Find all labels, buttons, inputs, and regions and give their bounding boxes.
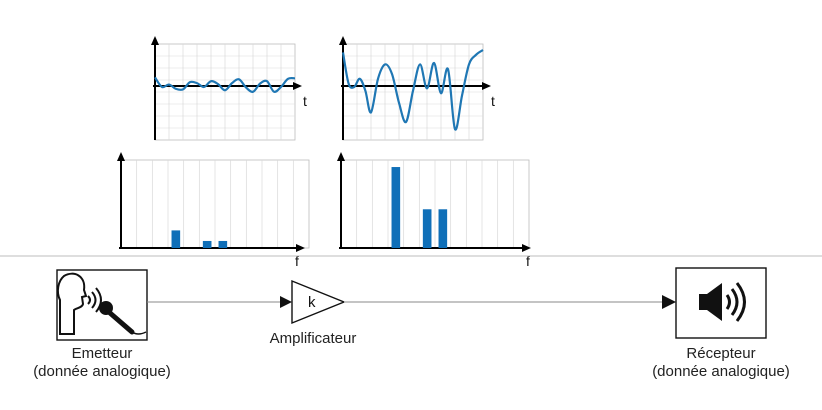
plot-2-x-arrow-icon	[482, 82, 491, 90]
receiver-subtitle: (donnée analogique)	[652, 363, 790, 380]
arrow-head-amplifier-input-icon	[280, 296, 292, 308]
plot-4-bar	[438, 209, 448, 248]
receiver-title: Récepteur	[686, 345, 756, 362]
arrow-head-receiver-input-icon	[662, 295, 676, 309]
plot-4-x-axis-label: f	[526, 253, 530, 269]
plot-3-bar	[171, 230, 181, 248]
plot-2-x-axis-label: t	[491, 93, 495, 109]
amplifier-caption: Amplificateur	[238, 330, 388, 348]
plot-3-x-axis-label: f	[295, 253, 299, 269]
emitter-subtitle: (donnée analogique)	[33, 363, 171, 380]
plot-1-x-axis-label: t	[303, 93, 307, 109]
plot-3-bar	[202, 240, 212, 248]
plot-3-x-arrow-icon	[296, 244, 305, 252]
plot-2-y-arrow-icon	[339, 36, 347, 45]
plot-2-signal-line	[341, 49, 484, 131]
plot-4-bar	[391, 167, 401, 248]
plot-3-bar	[218, 240, 228, 248]
plot-1-x-arrow-icon	[293, 82, 302, 90]
plot-1-y-arrow-icon	[151, 36, 159, 45]
plot-1-signal-line	[154, 76, 296, 94]
emitter-title: Emetteur	[71, 345, 133, 362]
plot-4-y-arrow-icon	[337, 152, 345, 161]
receiver-caption: Récepteur (donnée analogique)	[631, 345, 811, 381]
triangle-amplifier-icon	[291, 279, 346, 325]
plot-4-bar	[422, 209, 432, 248]
amplifier-label: Amplificateur	[269, 330, 357, 347]
speaker-icon	[699, 282, 746, 322]
amplifier-gain-symbol: k	[308, 294, 316, 311]
plot-3-y-arrow-icon	[117, 152, 125, 161]
speaking-head-microphone-icon	[56, 272, 147, 335]
plot-4-x-arrow-icon	[522, 244, 531, 252]
emitter-caption: Emetteur (donnée analogique)	[12, 345, 192, 381]
